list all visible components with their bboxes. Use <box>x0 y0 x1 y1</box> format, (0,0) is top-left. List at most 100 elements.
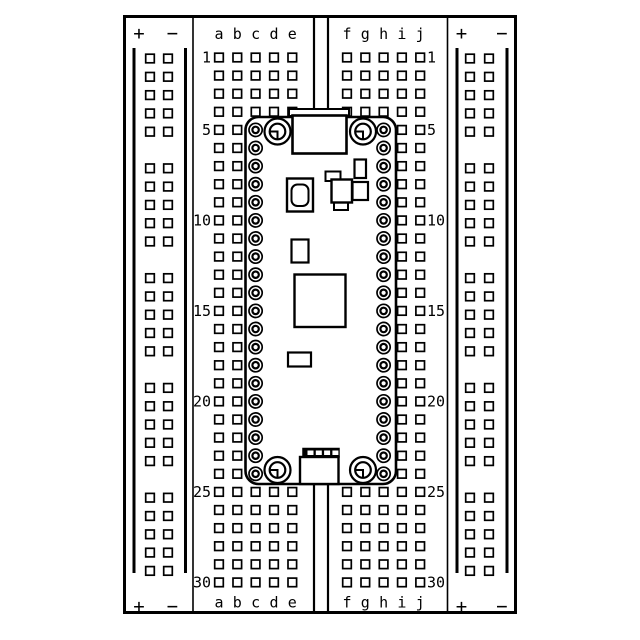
breadboard-hole <box>232 504 243 516</box>
breadboard-hole <box>415 70 426 81</box>
breadboard-hole <box>250 106 261 117</box>
breadboard-hole <box>341 577 353 588</box>
row-number-label: 25 <box>193 483 211 501</box>
power-rail-hole <box>483 71 495 82</box>
power-rail-hole <box>464 108 476 119</box>
power-rail-hole <box>464 53 476 64</box>
breadboard-hole <box>415 305 426 317</box>
power-rail-hole <box>144 327 156 339</box>
column-label: j <box>416 594 425 612</box>
breadboard-hole <box>213 287 225 298</box>
debug-header-pad <box>324 450 331 455</box>
pin-hole-inner <box>251 469 260 479</box>
column-label: d <box>269 594 278 612</box>
power-rail-hole <box>483 419 495 430</box>
breadboard-hole <box>213 486 225 498</box>
breadboard-hole <box>232 251 243 262</box>
plus-label: + <box>133 596 144 618</box>
power-rail-hole <box>162 53 174 64</box>
breadboard-hole <box>360 522 371 534</box>
pin-hole-inner <box>251 342 260 352</box>
power-rail-hole <box>144 529 156 540</box>
power-rail-hole <box>144 89 156 101</box>
breadboard-hole <box>415 396 426 407</box>
power-rail-hole <box>144 492 156 503</box>
power-rail-hole <box>162 108 174 119</box>
power-rail-hole <box>162 382 174 394</box>
power-rail-hole <box>483 218 495 229</box>
power-rail-hole <box>464 346 476 357</box>
power-rail-hole <box>144 437 156 448</box>
column-label: d <box>269 25 278 43</box>
breadboard-hole <box>287 577 298 588</box>
column-label: c <box>251 594 260 612</box>
power-rail-hole <box>144 419 156 430</box>
breadboard-hole <box>268 577 280 588</box>
breadboard-hole <box>213 233 225 244</box>
breadboard-hole <box>396 468 408 479</box>
breadboard-hole <box>213 522 225 534</box>
breadboard-hole <box>213 305 225 317</box>
power-rail-hole <box>162 401 174 412</box>
breadboard-hole <box>396 233 408 244</box>
breadboard-hole <box>378 559 389 570</box>
breadboard-hole <box>268 559 280 570</box>
breadboard-hole <box>287 52 298 63</box>
breadboard-hole <box>213 396 225 407</box>
power-rail-hole <box>162 547 174 558</box>
power-rail-hole <box>162 181 174 192</box>
breadboard-hole <box>232 106 243 117</box>
breadboard-hole <box>287 88 298 99</box>
power-rail-hole <box>464 272 476 284</box>
breadboard-hole <box>213 160 225 172</box>
power-rail-hole <box>483 455 495 467</box>
power-rail-hole <box>464 419 476 430</box>
breadboard-hole <box>415 414 426 425</box>
breadboard-hole <box>415 269 426 280</box>
breadboard-hole <box>378 504 389 516</box>
breadboard-hole <box>396 341 408 353</box>
row-number-label: 1 <box>202 49 211 67</box>
breadboard-hole <box>232 450 243 461</box>
column-label: e <box>288 25 297 43</box>
breadboard-hole <box>415 160 426 172</box>
breadboard-hole <box>250 559 261 570</box>
breadboard-hole <box>341 504 353 516</box>
pin-hole-inner <box>379 252 388 261</box>
breadboard-hole <box>378 522 389 534</box>
breadboard-hole <box>396 360 408 371</box>
power-rail-hole <box>144 346 156 357</box>
power-rail-hole <box>464 510 476 522</box>
column-label: f <box>342 25 351 43</box>
breadboard-hole <box>341 559 353 570</box>
power-rail-hole <box>162 437 174 448</box>
column-label: f <box>342 594 351 612</box>
breadboard-hole <box>213 88 225 99</box>
pin-hole-inner <box>251 306 260 316</box>
power-rail-hole <box>464 218 476 229</box>
pin-hole-inner <box>251 252 260 261</box>
row-number-label: 5 <box>202 121 211 139</box>
capacitor <box>353 158 368 180</box>
breadboard-hole <box>268 70 280 81</box>
breadboard-hole <box>287 486 298 498</box>
breadboard-hole <box>396 432 408 443</box>
power-rail-hole <box>464 437 476 448</box>
flash-chip <box>290 238 310 264</box>
column-label: g <box>361 25 370 43</box>
power-rail-hole <box>483 437 495 448</box>
bootsel-button-cap <box>290 183 310 207</box>
pin-hole-inner <box>251 324 260 334</box>
breadboard-hole <box>415 88 426 99</box>
power-rail-hole <box>483 163 495 174</box>
breadboard-hole <box>415 323 426 335</box>
power-rail-hole <box>144 71 156 82</box>
breadboard-hole <box>250 541 261 552</box>
column-label: j <box>416 25 425 43</box>
breadboard-hole <box>213 414 225 425</box>
power-rail-hole <box>464 547 476 558</box>
breadboard-hole <box>396 577 408 588</box>
breadboard-hole <box>213 341 225 353</box>
breadboard-hole <box>396 142 408 154</box>
